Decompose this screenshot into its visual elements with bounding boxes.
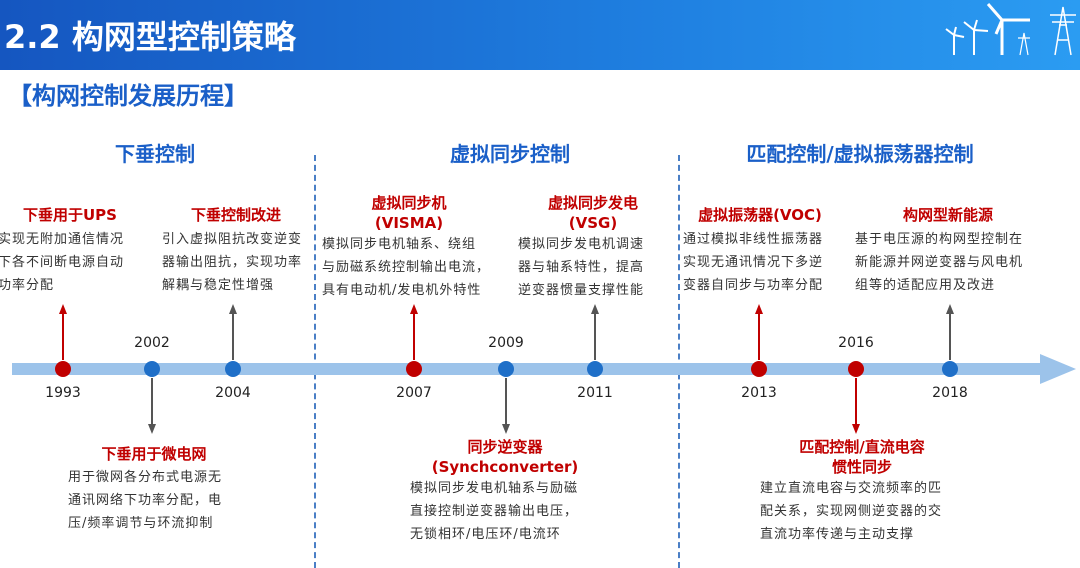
event-title-line: (VISMA) <box>374 214 444 232</box>
description-line: 无锁相环/电压环/电流环 <box>410 527 561 542</box>
timeline-dot <box>144 361 160 377</box>
year-label: 2002 <box>134 335 170 351</box>
event-title: 匹配控制/直流电容惯性同步 <box>742 437 982 477</box>
event-title-line: 下垂用于微电网 <box>101 445 207 463</box>
event-description: 模拟同步电机轴系、绕组与励磁系统控制输出电流， 具有电动机/发电机外特性 <box>322 233 490 302</box>
event-description: 通过模拟非线性振荡器实现无通讯情况下多逆变器自同步与功率分配 <box>683 228 823 297</box>
timeline-bar <box>12 363 1042 375</box>
event-title-line: 下垂控制改进 <box>190 206 281 224</box>
arrow-head <box>755 304 763 314</box>
timeline-dot <box>55 361 71 377</box>
timeline-dot <box>498 361 514 377</box>
event-description: 模拟同步发电机轴系与励磁直接控制逆变器输出电压， 无锁相环/电压环/电流环 <box>410 477 578 546</box>
event-title: 同步逆变器 (Synchconverter) <box>385 437 625 477</box>
arrow-head <box>59 304 67 314</box>
event-title-line: 虚拟振荡器(VOC) <box>698 206 822 224</box>
timeline-dot <box>751 361 767 377</box>
year-label: 2016 <box>838 335 874 351</box>
event-title: 下垂控制改进 <box>116 205 356 225</box>
event-description: 引入虚拟阻抗改变逆变器输出阻抗，实现功率解耦与稳定性增强 <box>162 228 302 297</box>
description-line: 实现无通讯情况下多逆 <box>683 255 824 270</box>
timeline-dot <box>587 361 603 377</box>
description-line: 引入虚拟阻抗改变逆变 <box>162 232 303 247</box>
description-line: 具有电动机/发电机外特性 <box>322 283 482 298</box>
event-title-line: 惯性同步 <box>831 458 892 476</box>
arrow-head <box>148 424 156 434</box>
event-title-line: 虚拟同步机 <box>371 194 447 212</box>
year-label: 2011 <box>577 385 613 401</box>
timeline-arrowhead <box>1040 354 1076 384</box>
description-line: 直流功率传递与主动支撑 <box>760 527 915 542</box>
event-title-line: 下垂用于UPS <box>23 206 117 224</box>
event-title: 下垂用于UPS <box>0 205 190 225</box>
event-title-line: 同步逆变器 <box>467 438 543 456</box>
event-title: 下垂用于微电网 <box>34 444 274 464</box>
event-description: 实现无附加通信情况下各不间断电源自动功率分配 <box>0 228 124 297</box>
header-bar: 2.2 构网型控制策略 <box>0 0 1080 70</box>
arrow-head <box>410 304 418 314</box>
event-description: 模拟同步发电机调速器与轴系特性，提高逆变器惯量支撑性能 <box>518 233 644 302</box>
description-line: 用于微网各分布式电源无 <box>68 470 223 485</box>
arrow-head <box>852 424 860 434</box>
arrow-head <box>591 304 599 314</box>
arrow-head <box>229 304 237 314</box>
description-line: 组等的适配应用及改进 <box>855 278 996 293</box>
description-line: 逆变器惯量支撑性能 <box>518 283 645 298</box>
description-line: 功率分配 <box>0 278 55 293</box>
event-description: 建立直流电容与交流频率的匹配关系，实现网侧逆变器的交直流功率传递与主动支撑 <box>760 477 942 546</box>
section-subtitle: 【构网控制发展历程】 <box>8 82 248 110</box>
description-line: 下各不间断电源自动 <box>0 255 125 270</box>
arrow-head <box>502 424 510 434</box>
year-label: 2004 <box>215 385 251 401</box>
description-line: 与励磁系统控制输出电流， <box>322 260 491 275</box>
page-title: 2.2 构网型控制策略 <box>4 18 296 56</box>
description-line: 模拟同步发电机调速 <box>518 237 645 252</box>
description-line: 器与轴系特性，提高 <box>518 260 645 275</box>
year-label: 2018 <box>932 385 968 401</box>
event-title: 构网型新能源 <box>828 205 1068 225</box>
event-title-line: 匹配控制/直流电容 <box>799 438 925 456</box>
event-description: 基于电压源的构网型控制在新能源并网逆变器与风电机组等的适配应用及改进 <box>855 228 1023 297</box>
event-title-line: (VSG) <box>568 214 618 232</box>
event-title-line: 构网型新能源 <box>902 206 993 224</box>
year-label: 1993 <box>45 385 81 401</box>
description-line: 变器自同步与功率分配 <box>683 278 824 293</box>
event-title: 虚拟振荡器(VOC) <box>640 205 880 225</box>
event-title: 虚拟同步机 (VISMA) <box>289 193 529 233</box>
year-label: 2009 <box>488 335 524 351</box>
phase-matching-voc: 匹配控制/虚拟振荡器控制 <box>746 142 974 166</box>
event-title-line: 虚拟同步发电 <box>547 194 638 212</box>
description-line: 配关系，实现网侧逆变器的交 <box>760 504 943 519</box>
description-line: 解耦与稳定性增强 <box>162 278 275 293</box>
description-line: 器输出阻抗，实现功率 <box>162 255 303 270</box>
year-label: 2013 <box>741 385 777 401</box>
event-title-line: (Synchconverter) <box>431 458 579 476</box>
timeline-dot <box>406 361 422 377</box>
phase-virtual-sync: 虚拟同步控制 <box>450 142 570 166</box>
description-line: 通讯网络下功率分配，电 <box>68 493 223 508</box>
arrow-head <box>946 304 954 314</box>
description-line: 模拟同步电机轴系、绕组 <box>322 237 477 252</box>
description-line: 直接控制逆变器输出电压， <box>410 504 579 519</box>
event-title: 虚拟同步发电 (VSG) <box>473 193 713 233</box>
description-line: 压/频率调节与环流抑制 <box>68 516 214 531</box>
description-line: 基于电压源的构网型控制在 <box>855 232 1024 247</box>
description-line: 通过模拟非线性振荡器 <box>683 232 824 247</box>
wind-turbine-pylon-icon <box>945 3 1076 56</box>
timeline-dot <box>848 361 864 377</box>
timeline-dot <box>942 361 958 377</box>
timeline-dot <box>225 361 241 377</box>
year-label: 2007 <box>396 385 432 401</box>
description-line: 建立直流电容与交流频率的匹 <box>760 481 943 496</box>
phase-droop: 下垂控制 <box>115 142 195 166</box>
event-description: 用于微网各分布式电源无通讯网络下功率分配，电压/频率调节与环流抑制 <box>68 466 222 535</box>
phase-divider <box>314 155 316 568</box>
description-line: 模拟同步发电机轴系与励磁 <box>410 481 579 496</box>
description-line: 新能源并网逆变器与风电机 <box>855 255 1024 270</box>
description-line: 实现无附加通信情况 <box>0 232 125 247</box>
phase-divider <box>678 155 680 568</box>
